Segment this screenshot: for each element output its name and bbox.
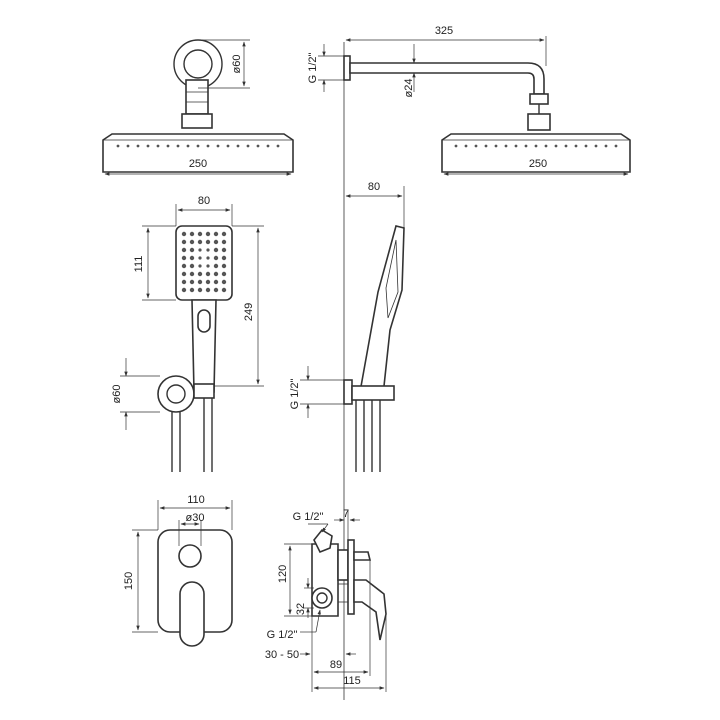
wall-rosette-inner bbox=[183, 49, 213, 79]
inlet-port-inner bbox=[316, 592, 328, 604]
mixer-lever-side bbox=[353, 579, 387, 641]
wall-rosette-diameter-label: ø60 bbox=[231, 55, 243, 74]
plate-width-label: 110 bbox=[187, 494, 205, 506]
overhead-shower-side-view: 325 G 1/2" ø24 250 bbox=[307, 25, 631, 176]
nozzle-row-side bbox=[454, 144, 618, 148]
arm-diameter-label: ø24 bbox=[403, 79, 415, 98]
hand-depth-label: 80 bbox=[368, 181, 380, 193]
hand-shower-side-view: 80 G 1/2" bbox=[289, 181, 405, 472]
hose-side bbox=[355, 400, 381, 472]
inlet-port-outer bbox=[311, 587, 333, 609]
hand-shower-front-view: 80 111 249 ø60 bbox=[111, 195, 264, 472]
inlet-thread-top-label: G 1/2" bbox=[293, 511, 324, 523]
holder-outer bbox=[157, 375, 195, 413]
overhead-width-label: 250 bbox=[189, 158, 207, 170]
hand-shower-profile bbox=[359, 225, 405, 399]
mixer-front-view: 110 ø30 150 bbox=[123, 494, 233, 647]
shower-arm-horizontal bbox=[349, 62, 545, 95]
body-height-label: 120 bbox=[277, 565, 289, 583]
hand-shower-nozzles bbox=[181, 231, 227, 293]
handle-connector bbox=[193, 383, 215, 399]
holder-diameter-label: ø60 bbox=[111, 385, 123, 404]
install-depth-label: 30 - 50 bbox=[265, 649, 299, 661]
hand-total-length-label: 249 bbox=[243, 303, 255, 321]
overhead-shower-front-view: ø60 250 bbox=[102, 39, 294, 176]
inlet-thread-bottom-label: G 1/2" bbox=[267, 629, 298, 641]
depth-89-label: 89 bbox=[330, 659, 342, 671]
overhead-width-side-label: 250 bbox=[529, 158, 547, 170]
depth-115-label: 115 bbox=[343, 675, 361, 687]
plate-offset-label: 7 bbox=[343, 508, 349, 520]
inlet-top bbox=[313, 528, 333, 554]
arm-joint-side bbox=[529, 93, 549, 105]
mixer-lever bbox=[179, 581, 205, 647]
port-size-label: 32 bbox=[295, 603, 307, 615]
arm-length-label: 325 bbox=[435, 25, 453, 37]
shower-arm-down bbox=[185, 79, 209, 115]
cartridge-housing bbox=[353, 551, 372, 561]
plate-side bbox=[347, 539, 355, 615]
holder-side bbox=[351, 385, 395, 401]
swivel-joint bbox=[181, 113, 213, 129]
holder-inner bbox=[166, 384, 186, 404]
arm-thread-label: G 1/2" bbox=[307, 53, 319, 84]
hand-shower-profile-inner bbox=[385, 239, 399, 319]
diverter-knob bbox=[178, 544, 202, 568]
hand-shower-button bbox=[197, 309, 211, 333]
swivel-joint-side bbox=[527, 113, 551, 131]
hose-front bbox=[171, 398, 213, 472]
plate-height-label: 150 bbox=[123, 572, 135, 590]
knob-diameter-label: ø30 bbox=[186, 512, 205, 524]
hand-head-height-label: 111 bbox=[133, 256, 145, 273]
body-collar bbox=[337, 549, 349, 581]
outlet-thread-label: G 1/2" bbox=[289, 379, 301, 410]
outlet-flange bbox=[343, 379, 353, 405]
mixer-side-view: G 1/2" 7 120 32 G 1/2" 30 - 50 89 115 bbox=[265, 508, 387, 692]
hand-width-label: 80 bbox=[198, 195, 210, 207]
arm-wall-flange bbox=[343, 55, 351, 81]
nozzle-row bbox=[116, 144, 280, 148]
